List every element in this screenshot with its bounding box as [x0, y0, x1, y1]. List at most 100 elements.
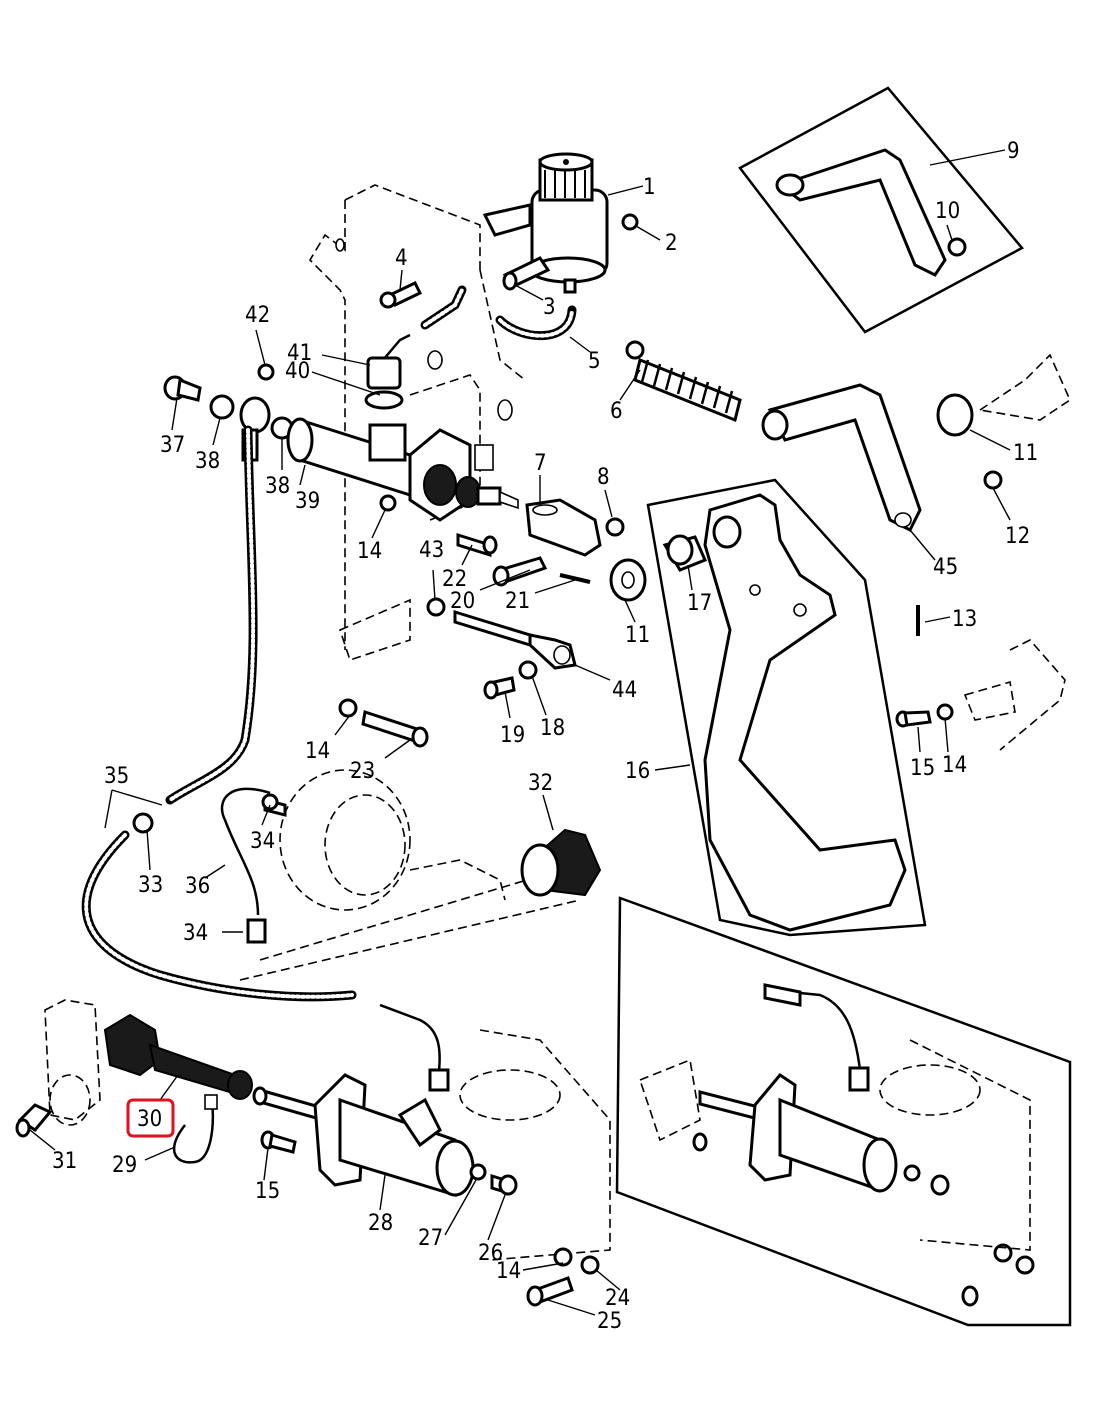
callout-45: 45 [933, 555, 958, 580]
callout-37: 37 [160, 433, 185, 458]
callout-35: 35 [104, 764, 129, 789]
push-rod [426, 597, 577, 670]
callout-7: 7 [534, 451, 547, 476]
elbow-fitting [364, 333, 411, 410]
sealing-washer [209, 394, 235, 420]
fitting-34-upper [261, 793, 287, 817]
callout-8: 8 [597, 465, 610, 490]
callout-5: 5 [588, 349, 601, 374]
callout-13: 13 [952, 607, 977, 632]
return-spring [625, 340, 742, 423]
clutch-housing-outline [239, 769, 581, 981]
washer-8 [605, 517, 625, 537]
pivot-shaft [977, 353, 1072, 421]
callout-30: 30 [137, 1107, 162, 1132]
callout-40: 40 [285, 359, 310, 384]
callout-2: 2 [665, 231, 678, 256]
callout-21: 21 [505, 589, 530, 614]
callout-9: 9 [1007, 139, 1020, 164]
pedal-arm [761, 383, 922, 533]
pivot-bracket-outline [44, 999, 101, 1126]
callout-42: 42 [245, 303, 270, 328]
bolt-19 [483, 676, 516, 700]
reservoir-bolt [379, 281, 423, 309]
callout-14-c: 14 [942, 753, 967, 778]
bolt-15-lower [260, 1130, 297, 1154]
callout-14-a: 14 [357, 539, 382, 564]
callout-4: 4 [395, 246, 408, 271]
callout-24: 24 [605, 1286, 630, 1311]
callout-43: 43 [419, 538, 444, 563]
transmission-housing-outline [459, 1029, 611, 1261]
lock-washer-14 [379, 494, 397, 512]
hose-clamp-29 [173, 1094, 218, 1164]
lock-washer-14d [553, 1247, 573, 1267]
callout-27: 27 [418, 1226, 443, 1251]
callout-3: 3 [543, 295, 556, 320]
callout-18: 18 [540, 716, 565, 741]
reservoir-nut [621, 213, 639, 231]
lock-washer-14b [338, 698, 358, 718]
callout-14-b: 14 [305, 739, 330, 764]
callout-29: 29 [112, 1153, 137, 1178]
leader-lines [29, 149, 1011, 1316]
callout-12: 12 [1005, 524, 1030, 549]
callout-39: 39 [295, 489, 320, 514]
washer-18 [518, 660, 538, 680]
master-cylinder [286, 417, 519, 522]
callout-19: 19 [500, 723, 525, 748]
callout-33: 33 [138, 873, 163, 898]
callout-36: 36 [185, 874, 210, 899]
clevis-pin-22 [456, 532, 498, 558]
callout-28: 28 [368, 1211, 393, 1236]
callout-32: 32 [528, 771, 553, 796]
callout-20: 20 [450, 589, 475, 614]
callout-10: 10 [935, 199, 960, 224]
callout-30-highlight [126, 1098, 175, 1138]
callout-15-right: 15 [910, 756, 935, 781]
assembled-view-inset-frame [615, 896, 1072, 1327]
mounting-bracket-outline [308, 184, 526, 662]
washer-11-right [936, 393, 974, 437]
fluid-reservoir [482, 152, 609, 294]
washer-11-middle [609, 558, 647, 602]
nut-24 [580, 1255, 600, 1275]
callout-34-upper: 34 [250, 829, 275, 854]
washer-27 [469, 1163, 487, 1181]
pedal-inset-frame [646, 478, 927, 937]
slave-cylinder [252, 1003, 475, 1198]
callout-1: 1 [643, 175, 656, 200]
callout-14-d: 14 [496, 1259, 521, 1284]
callout-41: 41 [287, 341, 312, 366]
callout-6: 6 [610, 399, 623, 424]
callout-17: 17 [687, 591, 712, 616]
grease-nipple-31 [15, 1103, 53, 1138]
callout-25: 25 [597, 1309, 622, 1334]
pedal-stop-bracket [963, 639, 1066, 751]
callout-34-lower: 34 [183, 921, 208, 946]
fitting-34-lower [246, 918, 267, 944]
brake-hose-lower [81, 830, 357, 1002]
callout-11-middle: 11 [625, 623, 650, 648]
dust-boot-30 [103, 1013, 253, 1100]
callout-44: 44 [612, 678, 637, 703]
callout-22: 22 [442, 567, 467, 592]
banjo-bolt [163, 375, 202, 402]
callout-15-lower: 15 [255, 1179, 280, 1204]
callout-38-a: 38 [195, 449, 220, 474]
clevis [525, 498, 602, 557]
washer-12 [983, 470, 1003, 490]
callout-16: 16 [625, 759, 650, 784]
bolt-25 [526, 1276, 574, 1307]
bolt-15-right [895, 710, 932, 728]
bleed-pipe-36 [220, 787, 271, 916]
callout-11-right: 11 [1013, 441, 1038, 466]
callout-23: 23 [350, 759, 375, 784]
brake-hose-upper [165, 425, 258, 805]
release-bearing-32 [520, 828, 602, 897]
callout-38-b: 38 [265, 474, 290, 499]
hose-clip-33 [132, 812, 154, 834]
callout-26: 26 [478, 1241, 503, 1266]
reservoir-pin [502, 256, 551, 291]
